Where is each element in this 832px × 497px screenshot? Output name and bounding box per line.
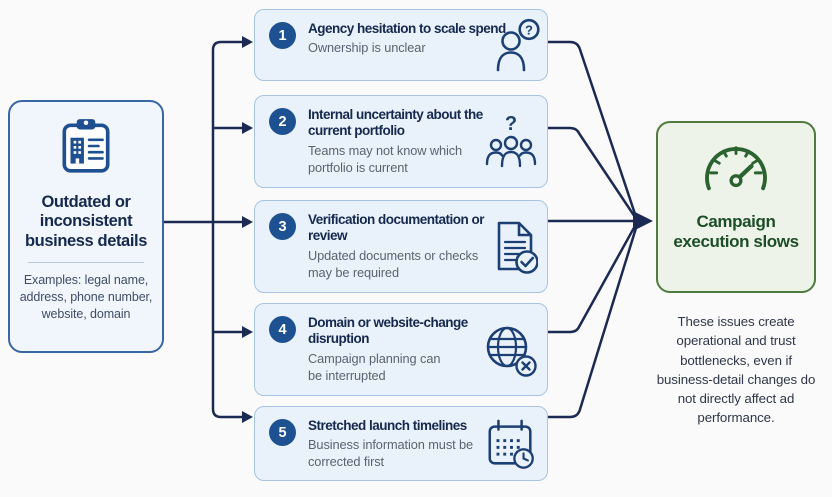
arrowhead-outcome: [633, 211, 653, 231]
calendar-clock-icon: [488, 419, 534, 469]
issue-card-3: 3 Verification documentation or review U…: [254, 200, 548, 293]
svg-text:?: ?: [505, 113, 517, 135]
outcome-note: These issues create operational and trus…: [656, 314, 816, 426]
arrowhead-5: [242, 411, 253, 423]
globe-x-icon: [486, 326, 537, 377]
connector-merge-5: [548, 227, 638, 419]
arrowhead-4: [242, 326, 253, 338]
issue-card-2: 2 Internal uncertainty about the current…: [254, 95, 548, 188]
issue-title: Verification documentation or review: [308, 212, 485, 244]
person-question-icon: ?: [496, 18, 540, 72]
cause-title: Outdated or inconsistent business detail…: [25, 193, 147, 250]
issue-description: Updated documents or checks may be requi…: [308, 247, 479, 280]
issue-description: Business information must be corrected f…: [308, 437, 474, 470]
issue-title: Internal uncertainty about the current p…: [308, 107, 483, 139]
issue-card-4: 4 Domain or website-change disruption Ca…: [254, 303, 548, 396]
issue-description: Campaign planning can be interrupted: [308, 350, 441, 383]
issue-number-badge: 5: [269, 419, 296, 446]
arrowhead-2: [242, 122, 253, 134]
connector-merge-2: [548, 126, 637, 218]
issue-description: Teams may not know which portfolio is cu…: [308, 142, 463, 175]
issue-card-5: 5 Stretched launch timelines Business in…: [254, 406, 548, 481]
document-check-icon: [497, 221, 538, 274]
people-question-icon: ?: [485, 113, 537, 167]
connector-branch-1: [211, 40, 242, 222]
arrowhead-3: [242, 216, 253, 228]
divider: [28, 262, 144, 264]
issue-title: Agency hesitation to scale spend: [308, 21, 506, 36]
outcome-title: Campaign execution slows: [673, 212, 799, 252]
connector-merge-4: [548, 225, 637, 334]
connector-branch-5: [211, 222, 242, 419]
clipboard-building-icon: [62, 119, 110, 173]
issue-number-badge: 3: [269, 213, 296, 240]
issue-number-badge: 1: [269, 22, 296, 49]
issue-card-1: 1 Agency hesitation to scale spend Owner…: [254, 9, 548, 81]
issue-number-badge: 2: [269, 108, 296, 135]
connector-merge-1: [548, 40, 637, 215]
gauge-icon: [705, 146, 767, 191]
issue-number-badge: 4: [269, 316, 296, 343]
svg-text:?: ?: [525, 23, 533, 38]
issue-description: Ownership is unclear: [308, 40, 426, 56]
issue-title: Domain or website-change disruption: [308, 315, 468, 347]
outcome-card: Campaign execution slows: [656, 121, 816, 293]
cause-examples: Examples: legal name, address, phone num…: [19, 273, 153, 322]
arrowhead-1: [242, 36, 253, 48]
issue-title: Stretched launch timelines: [308, 418, 467, 433]
cause-card: Outdated or inconsistent business detail…: [8, 100, 164, 353]
